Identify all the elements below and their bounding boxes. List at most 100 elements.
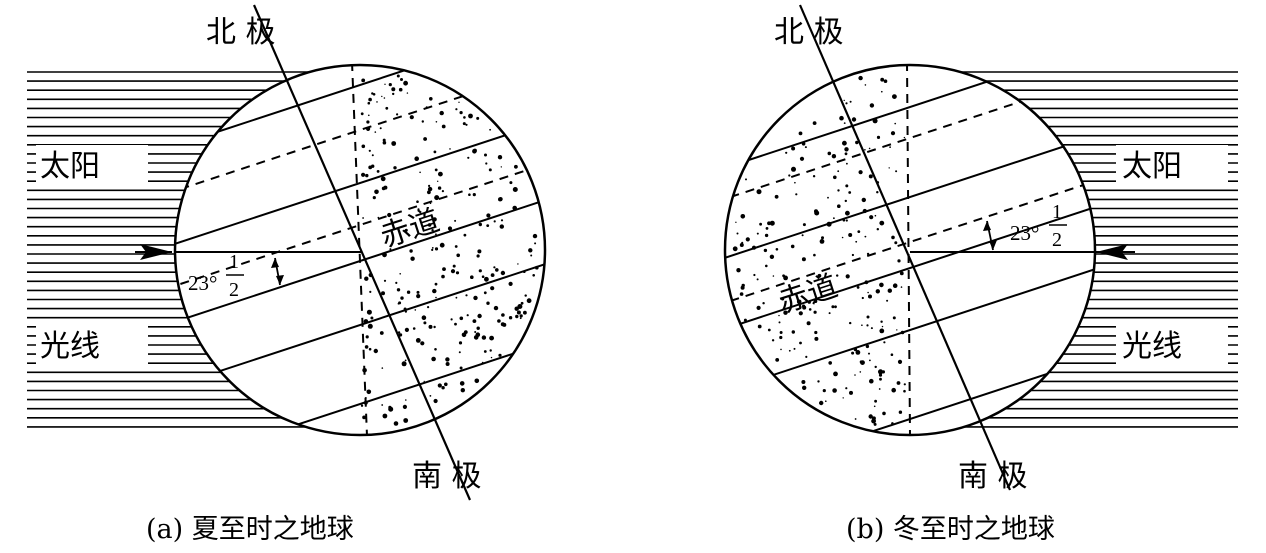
stipple-dot xyxy=(391,87,396,92)
rays-label-bg-a xyxy=(36,325,148,365)
stipple-dot xyxy=(468,113,473,119)
stipple-dot xyxy=(864,84,867,86)
stipple-dot xyxy=(493,220,496,223)
stipple-dot xyxy=(854,374,856,376)
stipple-dot xyxy=(463,233,467,237)
stipple-dot xyxy=(772,275,775,277)
stipple-dot xyxy=(891,387,896,393)
stipple-dot xyxy=(845,184,849,188)
stipple-dot xyxy=(870,327,873,330)
stipple-dot xyxy=(473,335,479,340)
stipple-dot xyxy=(429,395,432,397)
stipple-dot xyxy=(388,83,392,87)
stipple-dot xyxy=(741,241,744,244)
stipple-dot xyxy=(798,311,803,316)
stipple-dot xyxy=(368,114,370,117)
stipple-dot xyxy=(875,289,880,294)
stipple-dot xyxy=(483,350,487,353)
stipple-dot xyxy=(842,397,844,399)
stipple-dot xyxy=(410,256,415,261)
stipple-dot xyxy=(465,123,468,126)
angle-label-a: 23° 1 2 xyxy=(188,251,244,301)
stipple-dot xyxy=(869,378,874,384)
stipple-dot xyxy=(366,309,372,315)
stipple-dot xyxy=(434,168,438,172)
stipple-dot xyxy=(396,113,399,116)
stipple-dot xyxy=(756,278,759,281)
stipple-dot xyxy=(435,233,437,236)
stipple-dot xyxy=(802,305,807,310)
stipple-dot xyxy=(435,121,438,123)
rays-label-bg-b xyxy=(1116,325,1228,365)
stipple-dot xyxy=(489,349,492,352)
stipple-dot xyxy=(379,127,382,130)
stipple-dot xyxy=(387,212,392,218)
stipple-dot xyxy=(839,115,844,121)
stipple-dot xyxy=(821,236,824,240)
stipple-dot xyxy=(427,223,432,227)
stipple-dot xyxy=(489,335,494,341)
stipple-dot xyxy=(791,330,795,334)
stipple-dot xyxy=(834,305,837,309)
stipple-dot xyxy=(403,418,409,423)
stipple-dot xyxy=(871,416,876,421)
stipple-dot xyxy=(846,162,848,165)
stipple-dot xyxy=(903,383,906,386)
svg-text:2: 2 xyxy=(229,279,239,301)
stipple-dot xyxy=(388,406,394,412)
stipple-dot xyxy=(855,350,861,355)
stipple-dot xyxy=(458,341,463,345)
stipple-dot xyxy=(454,245,458,248)
stipple-dot xyxy=(467,156,470,159)
stipple-dot xyxy=(802,385,807,390)
stipple-dot xyxy=(897,259,901,263)
stipple-dot xyxy=(401,361,407,367)
stipple-dot xyxy=(360,404,364,407)
stipple-dot xyxy=(869,103,875,108)
stipple-dot xyxy=(532,233,538,239)
stipple-dot xyxy=(376,101,378,103)
stipple-dot xyxy=(881,90,883,93)
stipple-dot xyxy=(851,117,857,122)
stipple-dot xyxy=(854,418,857,420)
stipple-dot xyxy=(512,187,518,192)
stipple-dot xyxy=(775,358,780,362)
stipple-dot xyxy=(442,267,446,271)
stipple-dot xyxy=(423,321,427,325)
stipple-dot xyxy=(788,174,791,177)
stipple-dot xyxy=(855,140,859,145)
stipple-dot xyxy=(376,170,380,173)
stipple-dot xyxy=(486,224,490,228)
stipple-dot xyxy=(393,166,397,170)
stipple-dot xyxy=(416,200,419,203)
stipple-dot xyxy=(819,400,824,406)
stipple-dot xyxy=(402,404,407,409)
stipple-dot xyxy=(384,83,386,86)
stipple-dot xyxy=(866,315,870,319)
stipple-dot xyxy=(900,286,903,288)
stipple-dot xyxy=(428,184,431,187)
stipple-dot xyxy=(374,131,377,133)
stipple-dot xyxy=(845,210,850,216)
stipple-dot xyxy=(779,335,783,340)
stipple-dot xyxy=(476,116,480,120)
stipple-dot xyxy=(472,319,477,323)
stipple-dot xyxy=(495,268,499,272)
stipple-dot xyxy=(817,273,822,278)
stipple-dot xyxy=(891,235,895,240)
stipple-dot xyxy=(897,359,903,364)
stipple-dot xyxy=(431,247,434,249)
stipple-dot xyxy=(833,175,837,180)
stipple-dot xyxy=(802,223,806,227)
night-side-stipple-b xyxy=(732,75,906,426)
stipple-dot xyxy=(438,171,443,177)
stipple-dot xyxy=(876,191,878,193)
stipple-dot xyxy=(825,400,827,403)
stipple-dot xyxy=(845,387,848,390)
stipple-dot xyxy=(398,87,403,92)
stipple-dot xyxy=(468,193,471,196)
stipple-dot xyxy=(484,153,487,157)
stipple-dot xyxy=(441,274,445,279)
stipple-dot xyxy=(500,219,504,222)
stipple-dot xyxy=(741,283,745,288)
